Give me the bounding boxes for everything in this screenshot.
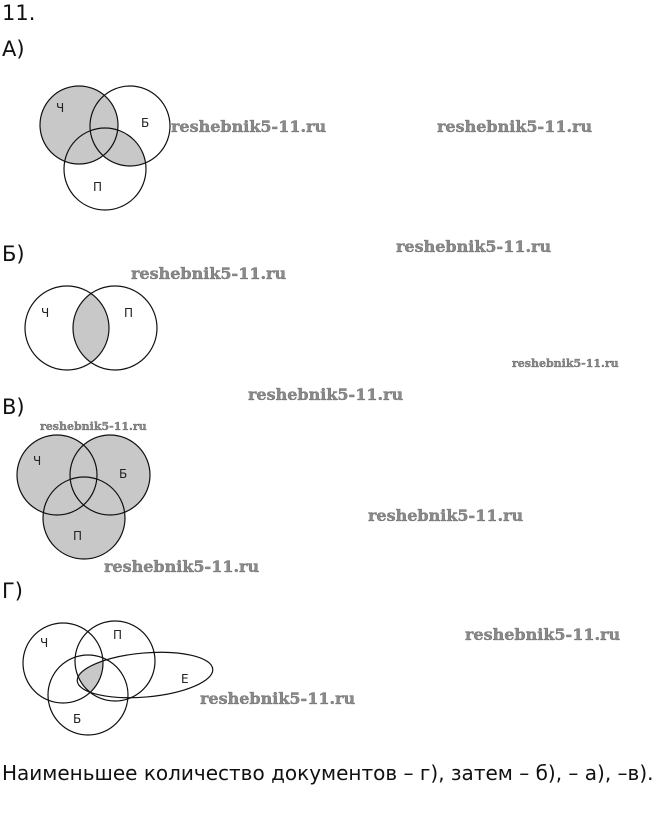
shaded-region-p (43, 477, 125, 559)
watermark: reshebnik5-11.ru (171, 117, 326, 136)
set-circle-ch (39, 85, 119, 165)
watermarks: reshebnik5-11.ru reshebnik5-11.ru resheb… (40, 117, 621, 708)
watermark: reshebnik5-11.ru (512, 357, 619, 370)
set-circle-b (89, 85, 171, 167)
set-circle-ch (16, 434, 98, 516)
set-label: Ч (56, 101, 64, 115)
set-label: Ч (40, 636, 48, 650)
watermark: reshebnik5-11.ru (368, 506, 523, 525)
set-circle-p (72, 285, 158, 371)
set-label: Е (181, 672, 189, 686)
watermark: reshebnik5-11.ru (437, 117, 592, 136)
watermark: reshebnik5-11.ru (396, 237, 551, 256)
set-label: Б (141, 116, 149, 130)
venn-diagram-v: Ч Б П (16, 434, 151, 560)
part-b: Б) Ч П (2, 242, 158, 371)
shaded-region-b-and-p (90, 128, 146, 166)
set-label: П (113, 628, 122, 642)
set-label: П (124, 306, 133, 320)
part-b-label: Б) (2, 242, 25, 266)
set-label: Ч (33, 454, 41, 468)
set-circle-b (47, 654, 129, 736)
answer-text: Наименьшее количество документов – г), з… (2, 761, 654, 785)
set-circle-p (42, 476, 126, 560)
set-circle-b (69, 434, 151, 516)
set-label: Б (119, 467, 127, 481)
venn-diagram-a: Ч Б П (39, 85, 171, 211)
venn-diagram-g: Ч П Б Е (22, 620, 214, 736)
watermark: reshebnik5-11.ru (248, 385, 403, 404)
part-v: В) Ч Б П (2, 395, 151, 560)
part-v-label: В) (2, 395, 25, 419)
part-a: А) Ч Б П (2, 37, 171, 211)
set-ellipse-e (76, 651, 214, 699)
part-g-label: Г) (2, 579, 23, 603)
watermark: reshebnik5-11.ru (40, 420, 147, 433)
shaded-region-ch-and-p (73, 286, 109, 370)
part-g: Г) Ч П Б Е (2, 579, 214, 736)
set-label: П (73, 529, 82, 543)
set-label: Ч (41, 306, 49, 320)
set-label: Б (73, 712, 81, 726)
watermark: reshebnik5-11.ru (200, 689, 355, 708)
watermark: reshebnik5-11.ru (465, 625, 620, 644)
set-circle-p (63, 127, 147, 211)
problem-number: 11. (2, 1, 35, 25)
set-circle-p (74, 620, 156, 702)
set-label: П (93, 180, 102, 194)
venn-diagram-b: Ч П (24, 285, 158, 371)
watermark: reshebnik5-11.ru (131, 264, 286, 283)
set-circle-ch (24, 285, 110, 371)
watermark: reshebnik5-11.ru (104, 557, 259, 576)
set-circle-ch (22, 622, 104, 704)
part-a-label: А) (2, 37, 25, 61)
